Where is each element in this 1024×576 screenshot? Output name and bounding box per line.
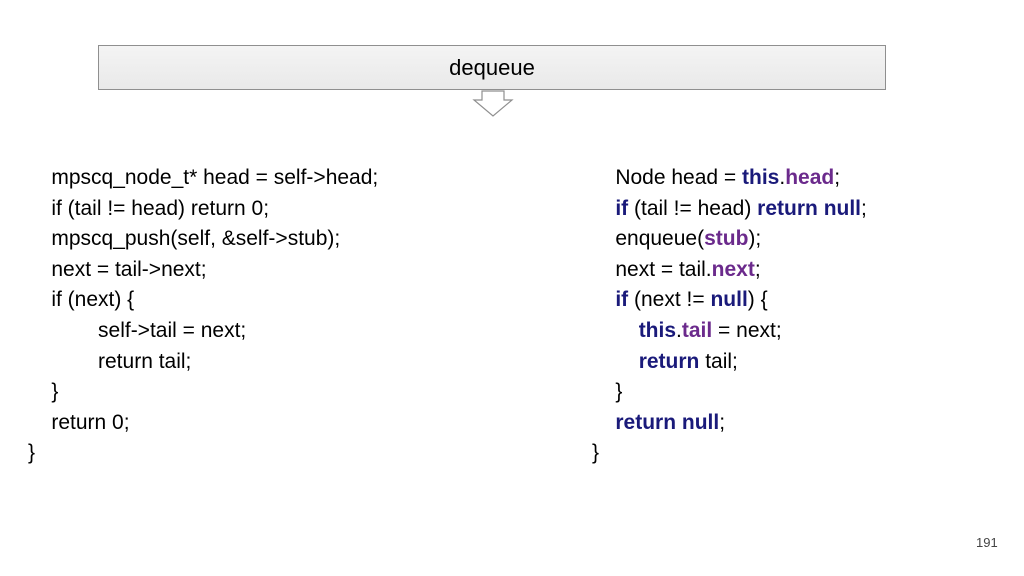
code-line: if (tail != head) return null; [592,194,867,225]
code-text: = next; [712,318,782,342]
code-line: if (tail != head) return 0; [28,196,270,220]
code-text: } [592,380,623,404]
slide-title-banner: dequeue [98,45,886,90]
code-line: this.tail = next; [592,316,867,347]
code-line: next = tail.next; [592,255,867,286]
code-keyword: if [615,288,629,312]
code-text: ) { [747,288,768,312]
code-line: } [592,438,867,469]
code-text: ; [754,257,761,281]
code-line: return tail; [28,349,192,373]
code-text: next = tail. [592,257,712,281]
code-line: Node head = this.head; [592,163,867,194]
c-code-block: mpscq_node_t* head = self->head; if (tai… [28,163,378,469]
code-line: } [28,380,59,404]
code-field: stub [704,227,749,251]
code-keyword: return [615,410,677,434]
code-line: enqueue(stub); [592,224,867,255]
code-line: return tail; [592,347,867,378]
slide-title: dequeue [449,54,535,80]
code-text: ; [834,166,841,189]
code-field: next [711,257,755,281]
code-line: if (next != null) { [592,285,867,316]
code-keyword: return [638,349,700,373]
code-text: . [779,166,786,189]
code-text: ; [719,410,726,434]
code-keyword: if [615,196,629,220]
code-line: self->tail = next; [28,318,247,342]
code-keyword: null [710,288,748,312]
code-text: Node head = [592,166,743,189]
code-text [592,319,639,342]
code-text [592,288,615,311]
code-line: } [28,441,36,465]
code-text: (next != [628,288,711,312]
code-text: ; [861,196,867,220]
code-line: mpscq_push(self, &self->stub); [28,227,341,251]
code-keyword: null [823,196,862,220]
code-line: if (next) { [28,288,135,312]
code-keyword: this [638,318,677,342]
code-text [592,411,615,434]
page-number: 191 [976,535,998,550]
code-line: mpscq_node_t* head = self->head; [28,166,379,189]
code-text [592,350,639,373]
code-text: (tail != head) [628,196,758,220]
code-text: . [676,318,682,342]
code-keyword: this [742,166,780,189]
code-text: tail; [699,349,738,373]
code-line: return 0; [28,410,130,434]
code-keyword: null [681,410,720,434]
code-line: } [592,377,867,408]
code-text: ); [748,227,762,251]
code-keyword: return [757,196,818,220]
code-text: enqueue( [592,227,705,251]
code-text: } [592,441,600,465]
down-arrow-icon [472,90,514,117]
code-line: return null; [592,408,867,439]
code-line: next = tail->next; [28,257,207,281]
code-field: tail [681,318,713,342]
java-code-block: Node head = this.head; if (tail != head)… [592,163,867,469]
code-text [592,197,615,220]
code-field: head [785,166,835,189]
